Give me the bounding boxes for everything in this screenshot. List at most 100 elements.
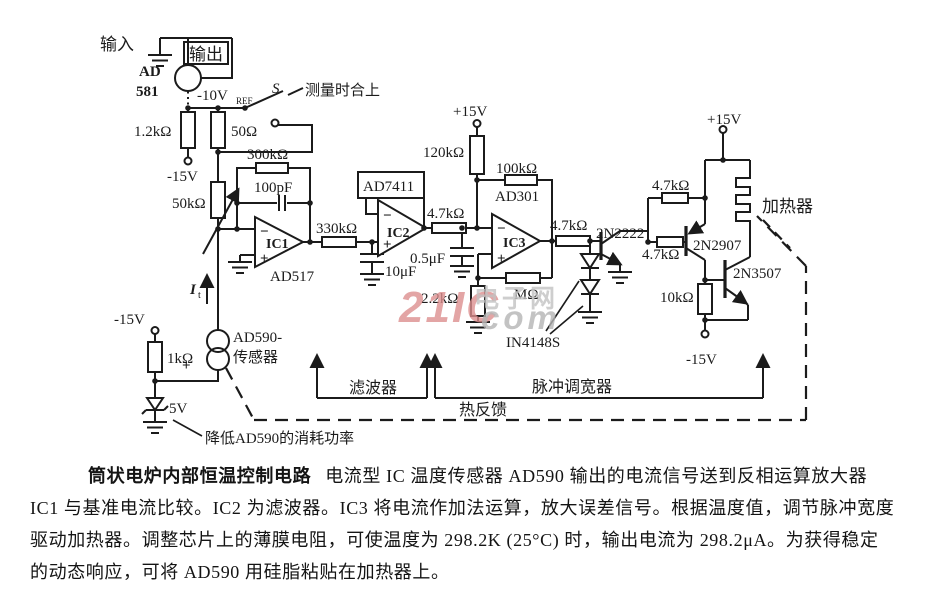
plus-sign: + bbox=[497, 251, 506, 267]
transistor-2n2222-symbol bbox=[599, 230, 623, 272]
thermal-feedback-label: 热反馈 bbox=[459, 401, 507, 419]
schematic-labels: 输入 输出 AD 581 -10V REF S 测量时合上 1.2kΩ 50Ω … bbox=[100, 35, 813, 447]
resistor-label: 100kΩ bbox=[496, 161, 537, 177]
resistor-label: 10kΩ bbox=[660, 290, 694, 306]
component-symbols bbox=[141, 41, 771, 415]
capacitor-label: 0.5μF bbox=[410, 251, 445, 267]
caption-line-2: IC1 与基准电流比较。IC2 为滤波器。IC3 将电流作加法运算，放大误差信号… bbox=[30, 498, 895, 518]
resistor-symbol bbox=[321, 236, 357, 248]
capacitor-label: 10μF bbox=[385, 264, 416, 280]
resistor-symbol bbox=[255, 162, 289, 174]
resistor-symbol bbox=[555, 235, 591, 247]
resistor-symbol bbox=[431, 222, 467, 234]
section-brackets bbox=[309, 353, 771, 399]
ad581-label: 581 bbox=[136, 84, 159, 100]
junction-dots bbox=[152, 105, 726, 384]
resistor-symbol bbox=[469, 135, 485, 175]
pwm-section-label: 脉冲调宽器 bbox=[532, 378, 612, 396]
diode-symbol bbox=[579, 253, 601, 270]
terminal bbox=[718, 125, 728, 134]
current-sub-label: t bbox=[198, 290, 201, 301]
sensor-label: AD590- bbox=[233, 330, 282, 346]
opamp-part-label: AD301 bbox=[495, 189, 539, 205]
capacitor-100pF-symbol bbox=[278, 195, 286, 211]
transistor-label: 2N2222 bbox=[596, 226, 644, 242]
ad581-label: AD bbox=[139, 64, 161, 80]
supply-label: +15V bbox=[453, 104, 487, 120]
minus-sign: − bbox=[383, 208, 392, 224]
resistor-label: 2.2kΩ bbox=[421, 291, 458, 307]
plus-sign: + bbox=[260, 251, 269, 267]
resistor-label: 4.7kΩ bbox=[642, 247, 679, 263]
ad590-sensor-symbol bbox=[206, 329, 230, 371]
resistor-symbol bbox=[504, 174, 538, 186]
resistor-symbol bbox=[505, 272, 541, 284]
zener-diode-symbol bbox=[141, 397, 169, 415]
opamp-ic1-symbol bbox=[254, 215, 306, 269]
transistor-label: 2N2907 bbox=[693, 238, 742, 254]
resistor-symbol bbox=[210, 111, 226, 149]
caption-line-1: 筒状电炉内部恒温控制电路电流型 IC 温度传感器 AD590 输出的电流信号送到… bbox=[88, 462, 867, 488]
heater-label: 加热器 bbox=[762, 197, 813, 216]
resistor-symbol bbox=[697, 283, 713, 315]
resistor-symbol bbox=[470, 285, 486, 317]
transistor-2n3507-symbol bbox=[723, 256, 751, 306]
supply-label: +15V bbox=[707, 112, 741, 128]
resistor-label: 330kΩ bbox=[316, 221, 357, 237]
resistor-label: 4.7kΩ bbox=[427, 206, 464, 222]
resistor-label: 300kΩ bbox=[247, 147, 288, 163]
transistor-2n2907-symbol bbox=[684, 220, 706, 261]
opamp-label: IC3 bbox=[503, 236, 526, 251]
switch-label: S bbox=[272, 81, 280, 97]
caption-text: 电流型 IC 温度传感器 AD590 输出的电流信号送到反相运算放大器 bbox=[325, 466, 868, 486]
plus-sign: + bbox=[182, 358, 191, 374]
resistor-label: 1.2kΩ bbox=[134, 124, 171, 140]
heater-symbol bbox=[735, 160, 751, 228]
current-label: I bbox=[189, 282, 197, 298]
resistor-label: 50kΩ bbox=[172, 196, 206, 212]
opamp-label: IC2 bbox=[387, 226, 410, 241]
sensor-note: 降低AD590的消耗功率 bbox=[205, 430, 354, 447]
plus-sign: + bbox=[383, 237, 392, 253]
zener-label: 5V bbox=[169, 401, 188, 417]
potentiometer-symbol bbox=[210, 181, 226, 219]
supply-label: -15V bbox=[686, 352, 717, 368]
opamp-part-label: AD517 bbox=[270, 269, 315, 285]
supply-label: -15V bbox=[167, 169, 198, 185]
minus-sign: − bbox=[260, 224, 269, 240]
diode-symbol bbox=[579, 279, 601, 296]
ad7411-box bbox=[357, 171, 425, 199]
supply-label: -15V bbox=[114, 312, 145, 328]
transistor-label: 2N3507 bbox=[733, 266, 782, 282]
capacitor-label: 100pF bbox=[254, 180, 292, 196]
switch-contact bbox=[270, 118, 280, 128]
resistor-label: 120kΩ bbox=[423, 145, 464, 161]
terminal bbox=[700, 329, 710, 339]
diode-label: IN4148S bbox=[506, 335, 560, 351]
resistor-label: 4.7kΩ bbox=[550, 218, 587, 234]
opamp-ic2-symbol bbox=[377, 198, 428, 258]
minus-sign: − bbox=[497, 221, 506, 237]
terminal bbox=[150, 326, 160, 335]
resistor-symbol bbox=[147, 341, 163, 373]
input-label: 输入 bbox=[100, 35, 134, 54]
sensor-label: 传感器 bbox=[233, 349, 278, 366]
resistor-label: 1kΩ bbox=[167, 351, 193, 367]
terminal bbox=[472, 119, 482, 128]
resistor-symbol bbox=[661, 192, 689, 204]
switch-note: 测量时合上 bbox=[305, 82, 380, 99]
capacitor-0u5F-symbol bbox=[450, 247, 474, 257]
opamp-ic3-symbol bbox=[491, 212, 543, 270]
caption-line-3: 驱动加热器。调整芯片上的薄膜电阻，可使温度为 298.2K (25°C) 时，输… bbox=[30, 530, 879, 550]
resistor-label: 50Ω bbox=[231, 124, 257, 140]
vref-label: -10V bbox=[197, 88, 228, 104]
caption-title: 筒状电炉内部恒温控制电路 bbox=[88, 466, 312, 486]
opamp-part-label: AD7411 bbox=[363, 179, 414, 195]
caption-line-4: 的动态响应，可将 AD590 用硅脂粘贴在加热器上。 bbox=[30, 562, 450, 582]
resistor-symbol bbox=[180, 111, 196, 149]
thermal-feedback-dashes bbox=[225, 215, 808, 422]
vref-sub-label: REF bbox=[236, 96, 253, 106]
terminal bbox=[183, 156, 193, 166]
